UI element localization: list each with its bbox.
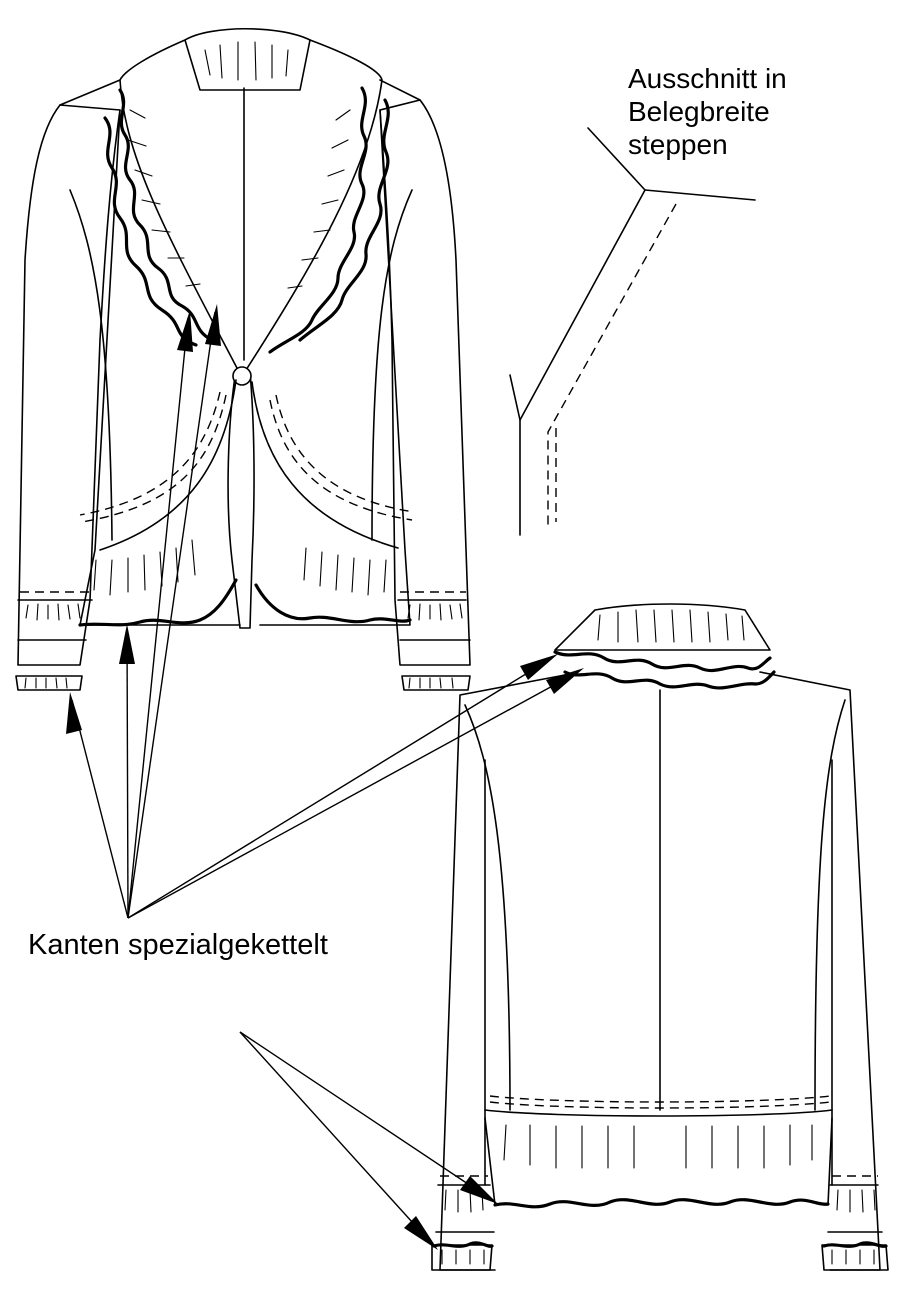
front-right-sleeve	[379, 99, 471, 666]
back-collar-ruffle-edge	[553, 650, 772, 673]
back-waist-line	[484, 1109, 833, 1117]
front-collar-gathers	[204, 41, 289, 81]
pointer-to-back-collar-1	[127, 657, 553, 919]
arrowhead-back-collar-1	[520, 654, 558, 680]
back-peplum-edge	[493, 1198, 830, 1209]
back-right-cuff-gathers	[831, 1189, 876, 1265]
pointer-to-front-ruffle-1	[127, 317, 189, 919]
arrowhead-back-collar-2	[546, 668, 584, 694]
back-side-seam-right	[814, 699, 846, 1111]
detail-neck-notch	[509, 374, 521, 421]
back-collar	[554, 603, 771, 651]
front-button	[232, 366, 252, 386]
front-tie	[227, 369, 255, 629]
neckline-detail	[509, 127, 756, 536]
arrowhead-front-hem	[119, 624, 135, 664]
front-lapel-left	[119, 39, 239, 371]
neckline-stitch-annotation: Ausschnitt in Belegbreite steppen	[628, 62, 787, 161]
front-right-cuff	[397, 599, 471, 691]
pointer-to-front-hem	[126, 629, 129, 919]
back-side-seam-left	[464, 704, 511, 1111]
back-peplum-outline	[484, 1117, 833, 1206]
front-curve-right	[251, 381, 399, 549]
neckline-annotation-line-2: Belegbreite	[628, 96, 770, 127]
front-princess-seam-left	[69, 189, 113, 541]
front-ruffle-right-2	[298, 98, 390, 342]
front-view-jacket	[15, 27, 471, 691]
front-body-outline	[59, 79, 421, 626]
arrowhead-back-hem	[460, 1176, 498, 1204]
edges-annotation: Kanten spezialgekettelt	[28, 929, 328, 961]
front-princess-seam-right	[371, 189, 413, 541]
back-right-cuff-edge	[822, 1241, 888, 1248]
arrowhead-back-cuff	[404, 1216, 438, 1250]
detail-facing-stitch	[547, 203, 677, 528]
pointer-to-back-hem	[239, 1031, 493, 1201]
back-collar-ruffle-edge-2	[563, 670, 776, 690]
arrowhead-front-ruffle-1	[177, 310, 193, 352]
back-left-cuff-gathers	[441, 1189, 485, 1265]
front-lapel-right	[245, 39, 383, 371]
front-left-cuff	[15, 599, 93, 691]
pointer-to-back-cuff	[239, 1031, 433, 1245]
back-view-jacket	[431, 603, 889, 1271]
back-left-cuff-edge	[432, 1241, 494, 1248]
back-waist-stitch	[489, 1095, 831, 1109]
detail-neck-edge	[519, 189, 646, 536]
front-ruffle-gathers	[127, 109, 351, 289]
front-collar-back-band	[184, 27, 311, 91]
front-curve-left-stitch	[79, 391, 227, 523]
neckline-annotation-line-3: steppen	[628, 129, 728, 160]
back-collar-gathers	[597, 609, 745, 643]
back-right-cuff	[821, 1184, 889, 1271]
arrowhead-front-ruffle-2	[205, 304, 221, 346]
arrowhead-front-cuff	[66, 692, 82, 734]
front-ruffle-right-1	[268, 86, 368, 354]
edge-pointers	[66, 304, 584, 1250]
front-curve-right-stitch	[269, 394, 415, 521]
neckline-annotation-line-1: Ausschnitt in	[628, 63, 787, 94]
front-hem-gathers	[93, 539, 387, 596]
pointer-to-front-ruffle-2	[127, 311, 216, 919]
front-curve-left	[99, 379, 237, 551]
front-hem-ruffle-edge	[78, 578, 412, 627]
front-ruffle-left-1	[118, 88, 214, 342]
pointer-to-back-collar-2	[127, 671, 579, 919]
front-ruffle-left-2	[103, 116, 198, 347]
pointer-to-front-cuff	[71, 699, 129, 919]
front-left-cuff-gathers	[24, 603, 81, 689]
back-peplum-gathers	[503, 1124, 813, 1169]
